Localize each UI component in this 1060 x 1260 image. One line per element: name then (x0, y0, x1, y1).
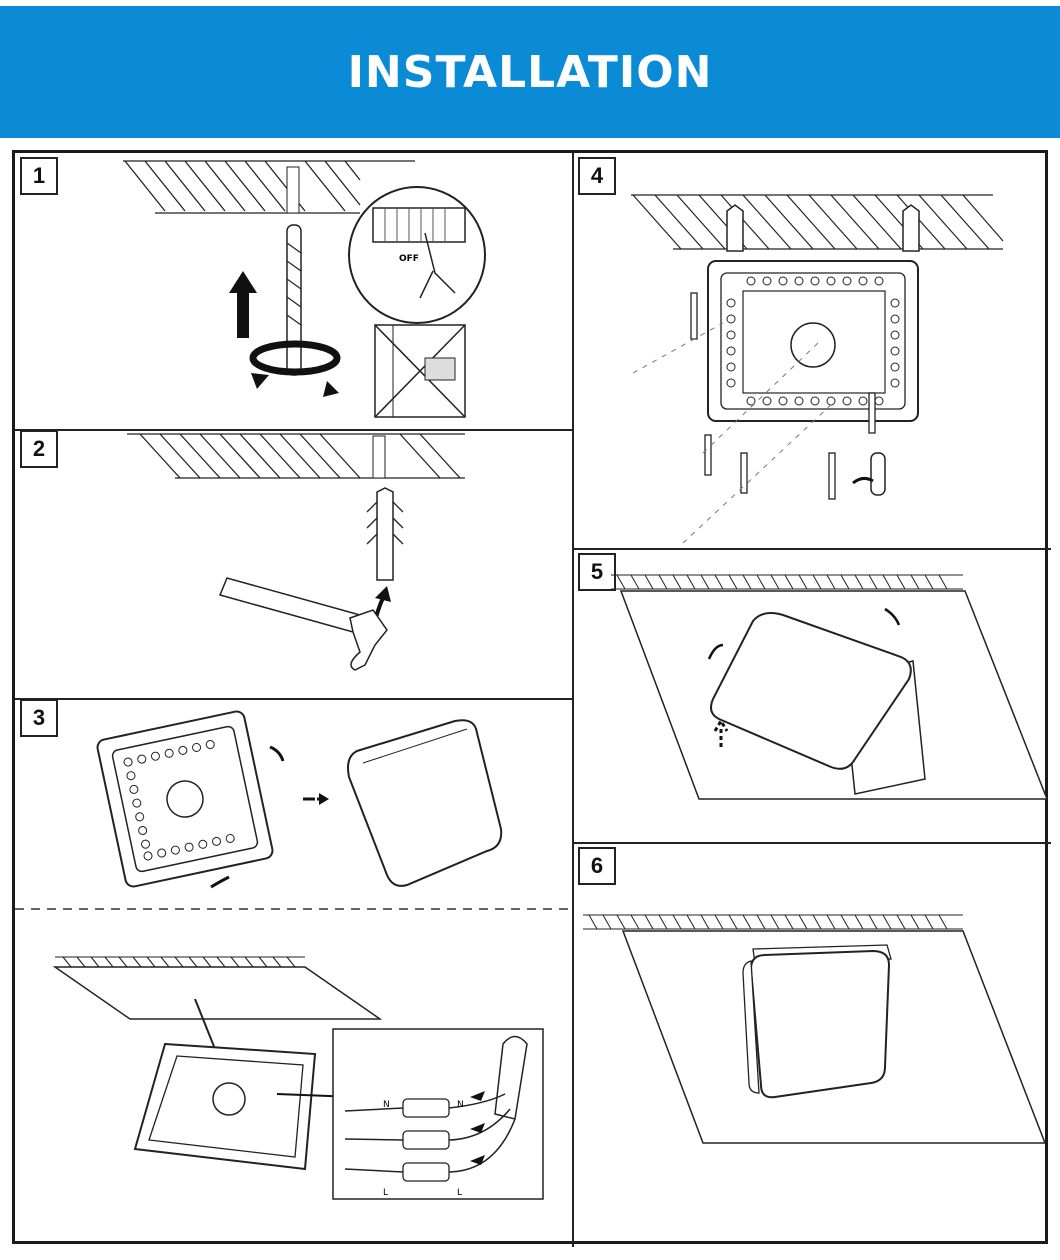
finished-fixture-illustration (583, 914, 1047, 1144)
step-5-number: 5 (578, 553, 616, 591)
step-5-panel: 5 (573, 549, 1051, 843)
page-title: INSTALLATION (347, 46, 713, 98)
step-4-number: 4 (578, 157, 616, 195)
step-4-panel: 4 (573, 153, 1051, 549)
step-3-panel: 3 (15, 699, 573, 1247)
terminal-label-n-left: N (383, 1100, 390, 1110)
mount-plate-illustration (631, 194, 1004, 544)
switch-off-label: OFF (399, 254, 419, 264)
step-1-number: 1 (20, 157, 58, 195)
wiring-illustration: N N L L (52, 710, 544, 1200)
terminal-label-l-left: L (383, 1188, 388, 1198)
drill-illustration: OFF (123, 160, 486, 418)
anchor-hammer-illustration (127, 433, 465, 671)
instruction-frame: 1 (12, 150, 1051, 1247)
step-6-panel: 6 (573, 843, 1051, 1247)
step-6-number: 6 (578, 847, 616, 885)
attach-cover-illustration (611, 574, 1049, 800)
header-banner: INSTALLATION (0, 6, 1060, 138)
step-2-panel: 2 (15, 430, 573, 699)
step-3-number: 3 (20, 699, 58, 737)
step-2-number: 2 (20, 430, 58, 468)
step-1-panel: 1 (15, 153, 573, 430)
terminal-label-l-right: L (457, 1188, 462, 1198)
terminal-label-n-right: N (457, 1100, 464, 1110)
panel-dividers (15, 153, 1051, 1247)
